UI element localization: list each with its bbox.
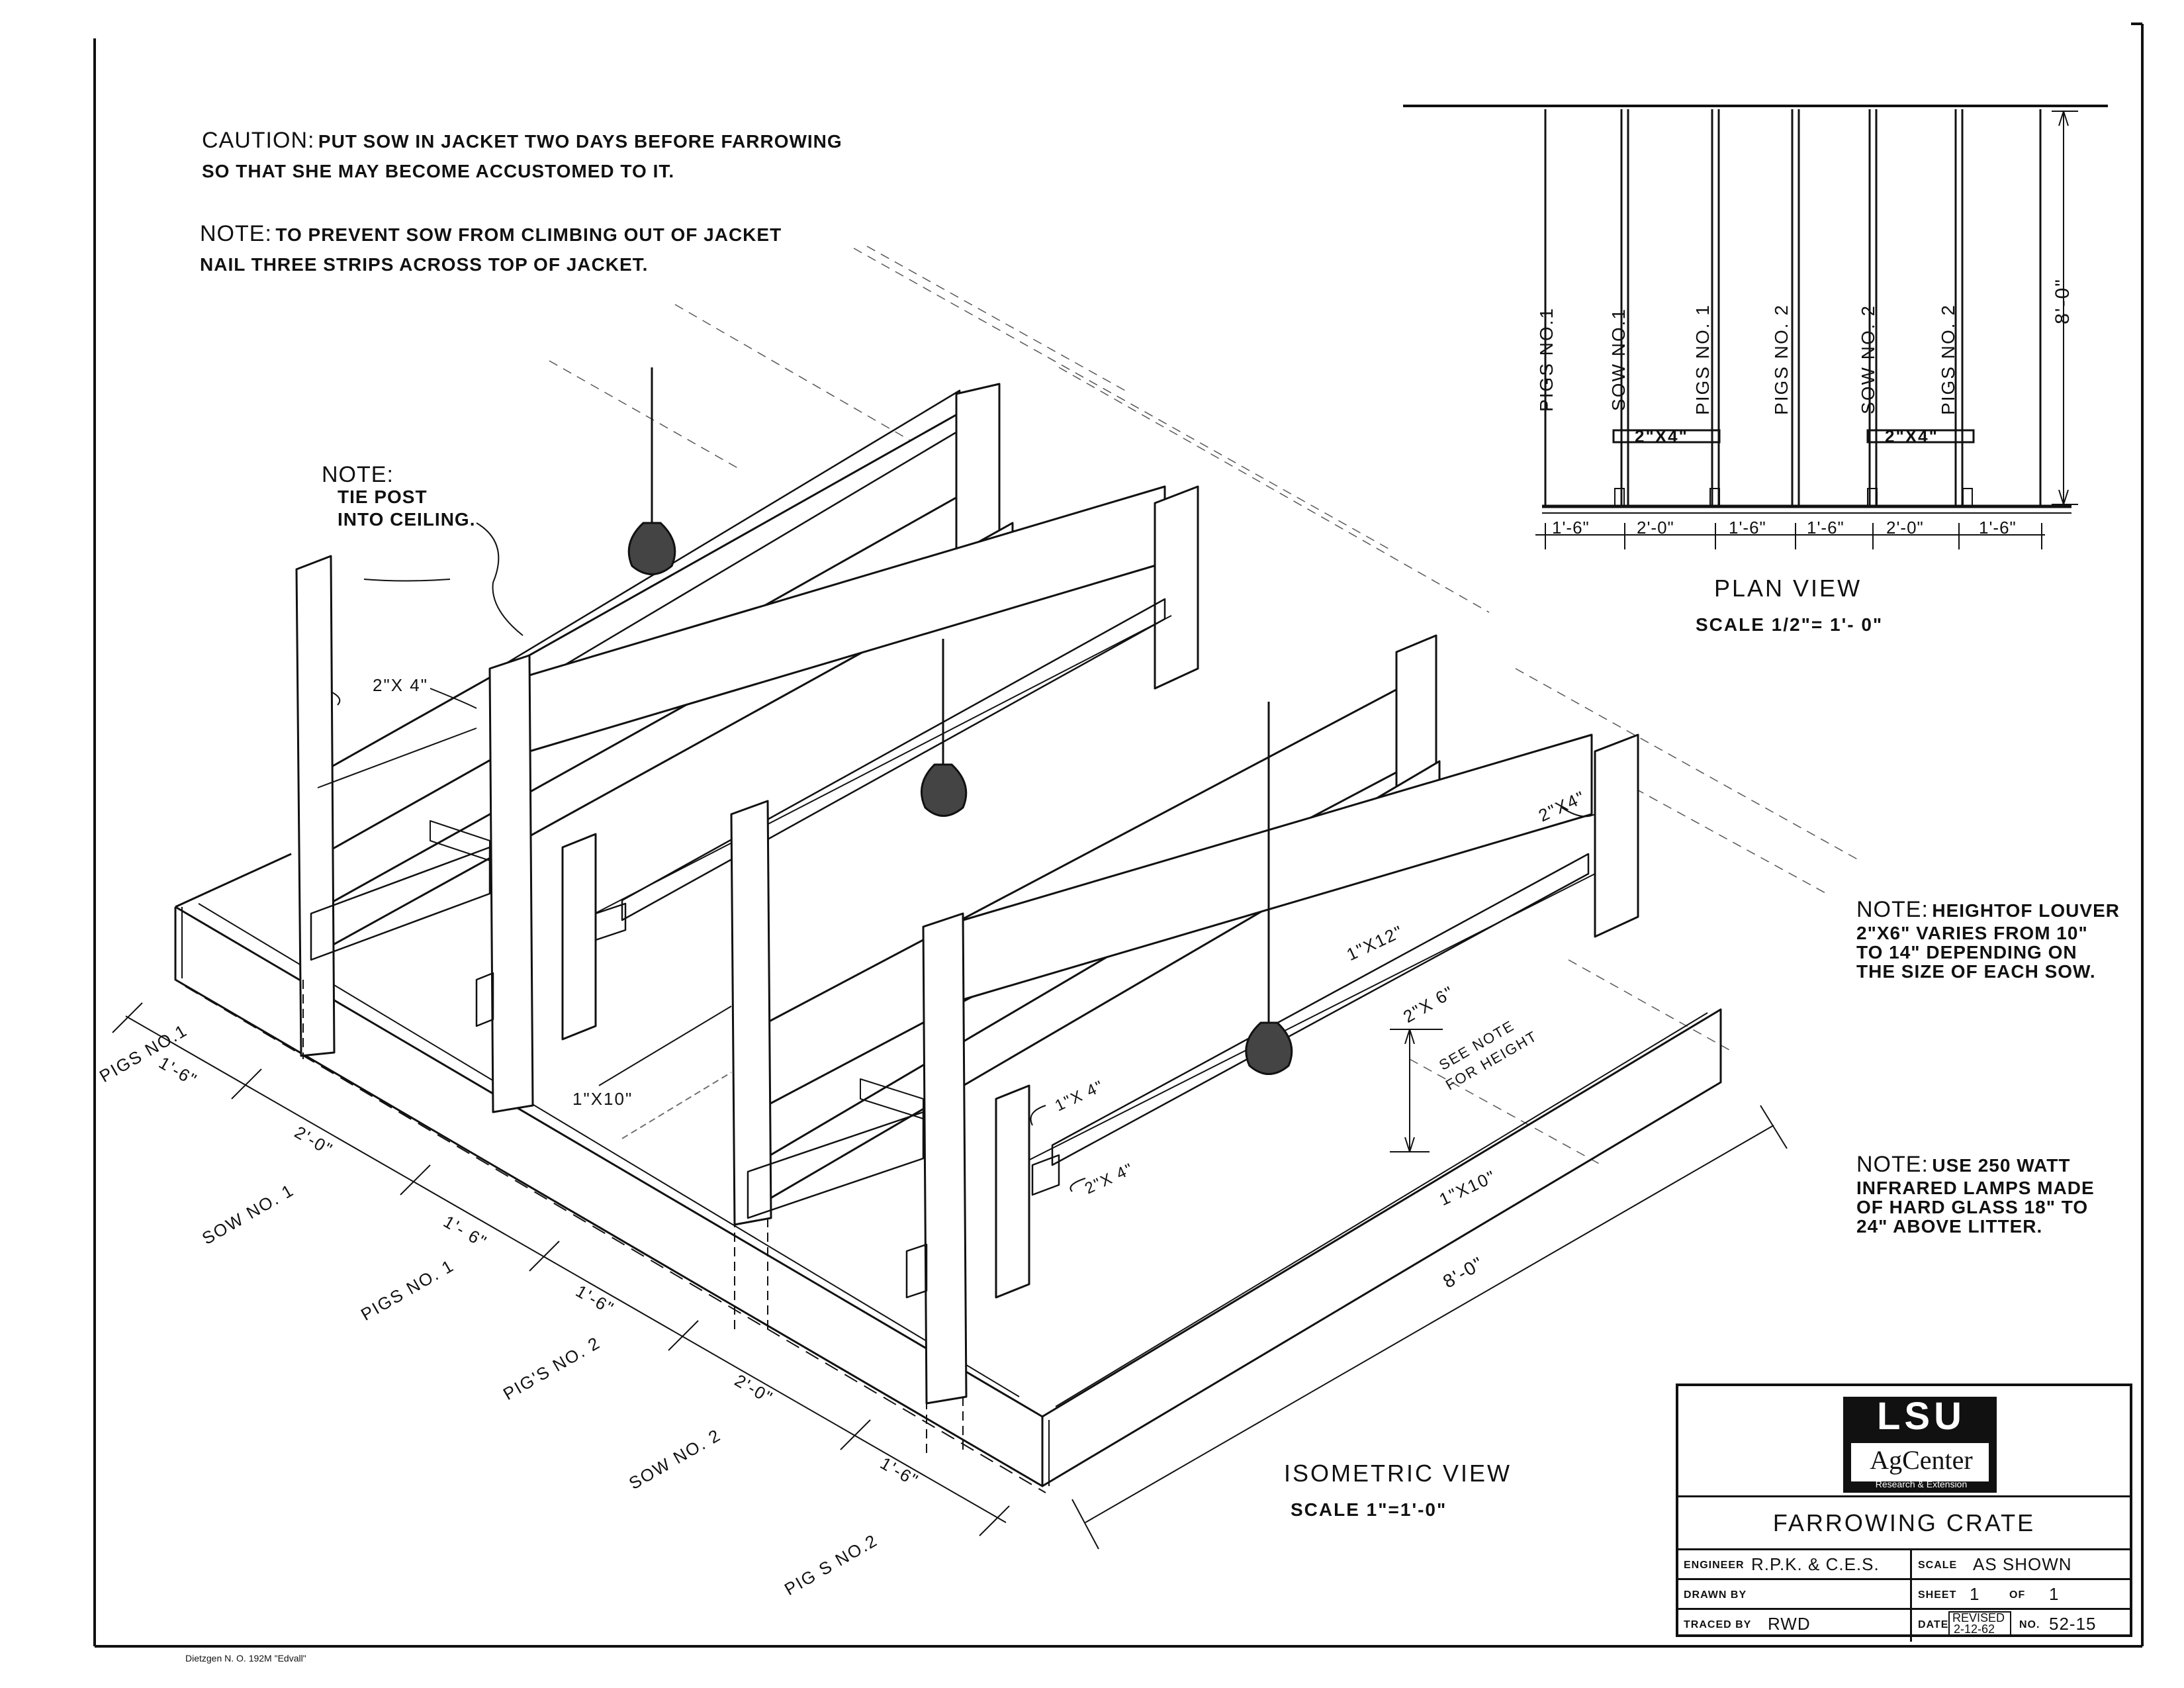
drawing-title: FARROWING CRATE bbox=[1772, 1509, 2036, 1536]
tie-post-note-line-2: INTO CEILING. bbox=[338, 509, 476, 530]
isometric-view-drawing bbox=[112, 246, 1860, 1550]
drawn-by-label: DRAWN BY bbox=[1684, 1589, 1747, 1601]
tie-post-note-lead: NOTE: bbox=[322, 462, 394, 487]
logo-lsu: LSU bbox=[1877, 1395, 1966, 1438]
sheet-border bbox=[93, 23, 2144, 1648]
plan-width-3: 1'-6" bbox=[1729, 518, 1766, 538]
lumber-floor-1x10-a: 1"X10" bbox=[572, 1089, 633, 1109]
jacket-note-line-2: NAIL THREE STRIPS ACROSS TOP OF JACKET. bbox=[200, 254, 649, 275]
traced-row: TRACED BY RWD DATE REVISED 2-12-62 NO. 5… bbox=[1678, 1608, 2130, 1637]
revised-label: REVISED bbox=[1952, 1611, 2005, 1624]
louver-note-line-3: TO 14" DEPENDING ON bbox=[1856, 942, 2077, 962]
paper-mark: Dietzgen N. O. 192M "Edvall" bbox=[185, 1653, 306, 1664]
plan-height-dim: 8'-0" bbox=[2051, 278, 2073, 324]
traced-by-label: TRACED BY bbox=[1684, 1619, 1752, 1630]
plan-width-5: 2'-0" bbox=[1886, 518, 1924, 538]
engineer-label: ENGINEER bbox=[1684, 1560, 1745, 1571]
plan-view-drawing bbox=[1403, 105, 2108, 549]
sheet-value: 1 bbox=[1970, 1584, 1980, 1604]
plan-width-4: 1'-6" bbox=[1807, 518, 1844, 538]
louver-note-line-4: THE SIZE OF EACH SOW. bbox=[1856, 961, 2096, 982]
plan-pen-label-5: SOW NO. 2 bbox=[1857, 305, 1878, 414]
heat-lamp-group bbox=[627, 367, 1293, 1075]
plan-width-2: 2'-0" bbox=[1637, 518, 1674, 538]
number-label: NO. bbox=[2019, 1619, 2040, 1630]
louver-note: NOTE: HEIGHTOF LOUVER 2"X6" VARIES FROM … bbox=[1856, 897, 2120, 982]
logo-subtitle: Research & Extension bbox=[1875, 1479, 1968, 1489]
logo-agcenter: AgCenter bbox=[1870, 1445, 1973, 1475]
drawn-row: DRAWN BY SHEET 1 OF 1 bbox=[1678, 1578, 2130, 1608]
title-row: FARROWING CRATE bbox=[1678, 1495, 2130, 1548]
plan-width-6: 1'-6" bbox=[1979, 518, 2017, 538]
caution-line-1: PUT SOW IN JACKET TWO DAYS BEFORE FARROW… bbox=[318, 131, 842, 152]
plan-view-title: PLAN VIEW bbox=[1714, 575, 1862, 602]
scale-value: AS SHOWN bbox=[1973, 1554, 2072, 1574]
lamps-note-lead: NOTE: bbox=[1856, 1152, 1929, 1177]
plan-pen-label-1: PIGS NO.1 bbox=[1536, 306, 1557, 412]
plan-pen-label-2: SOW NO.1 bbox=[1608, 307, 1629, 412]
tie-post-note-line-1: TIE POST bbox=[338, 487, 428, 507]
number-value: 52-15 bbox=[2049, 1614, 2097, 1634]
traced-by-value: RWD bbox=[1768, 1614, 1811, 1634]
lamps-note-line-3: OF HARD GLASS 18" TO bbox=[1856, 1197, 2089, 1217]
lamps-note-line-4: 24" ABOVE LITTER. bbox=[1856, 1216, 2043, 1237]
date-value: 2-12-62 bbox=[1954, 1622, 1995, 1636]
plan-brace-label-1: 2"X4" bbox=[1635, 426, 1688, 446]
jacket-note-lead: NOTE: bbox=[200, 221, 272, 246]
lamps-note: NOTE: USE 250 WATT INFRARED LAMPS MADE O… bbox=[1856, 1152, 2095, 1237]
logo-graphic bbox=[1843, 1397, 1997, 1493]
iso-title: ISOMETRIC VIEW bbox=[1284, 1460, 1512, 1487]
jacket-note-line-1: TO PREVENT SOW FROM CLIMBING OUT OF JACK… bbox=[275, 224, 782, 245]
lamps-note-line-2: INFRARED LAMPS MADE bbox=[1856, 1178, 2095, 1198]
plan-pen-label-4: PIGS NO. 2 bbox=[1770, 304, 1792, 415]
caution-note: CAUTION: PUT SOW IN JACKET TWO DAYS BEFO… bbox=[202, 127, 842, 185]
engineer-row: ENGINEER R.P.K. & C.E.S. SCALE AS SHOWN bbox=[1678, 1548, 2130, 1642]
scale-label: SCALE bbox=[1918, 1560, 1958, 1571]
lamps-note-line-1: USE 250 WATT bbox=[1932, 1155, 2071, 1176]
caution-lead: CAUTION: bbox=[202, 128, 315, 153]
engineer-value: R.P.K. & C.E.S. bbox=[1751, 1554, 1880, 1574]
lumber-post-2x4: 2"X 4" bbox=[373, 675, 428, 695]
plan-view-scale: SCALE 1/2"= 1'- 0" bbox=[1696, 614, 1884, 635]
tie-post-note: NOTE: TIE POST INTO CEILING. bbox=[322, 463, 476, 531]
louver-note-line-2: 2"X6" VARIES FROM 10" bbox=[1856, 923, 2088, 943]
iso-scale: SCALE 1"=1'-0" bbox=[1291, 1499, 1447, 1520]
date-label: DATE bbox=[1918, 1619, 1949, 1630]
of-label: OF bbox=[2009, 1589, 2026, 1601]
of-value: 1 bbox=[2049, 1584, 2060, 1604]
jacket-note: NOTE: TO PREVENT SOW FROM CLIMBING OUT O… bbox=[200, 220, 782, 278]
plan-pen-label-3: PIGS NO. 1 bbox=[1692, 304, 1713, 415]
caution-line-2: SO THAT SHE MAY BECOME ACCUSTOMED TO IT. bbox=[202, 161, 675, 181]
plan-pen-label-6: PIGS NO. 2 bbox=[1937, 304, 1958, 415]
sheet-label: SHEET bbox=[1918, 1589, 1957, 1601]
louver-note-line-1: HEIGHTOF LOUVER bbox=[1932, 900, 2120, 921]
plan-width-1: 1'-6" bbox=[1552, 518, 1590, 538]
louver-note-lead: NOTE: bbox=[1856, 897, 1929, 922]
plan-brace-label-2: 2"X4" bbox=[1885, 426, 1938, 446]
title-block: LSU AgCenter Research & Extension FARROW… bbox=[1676, 1383, 2132, 1642]
